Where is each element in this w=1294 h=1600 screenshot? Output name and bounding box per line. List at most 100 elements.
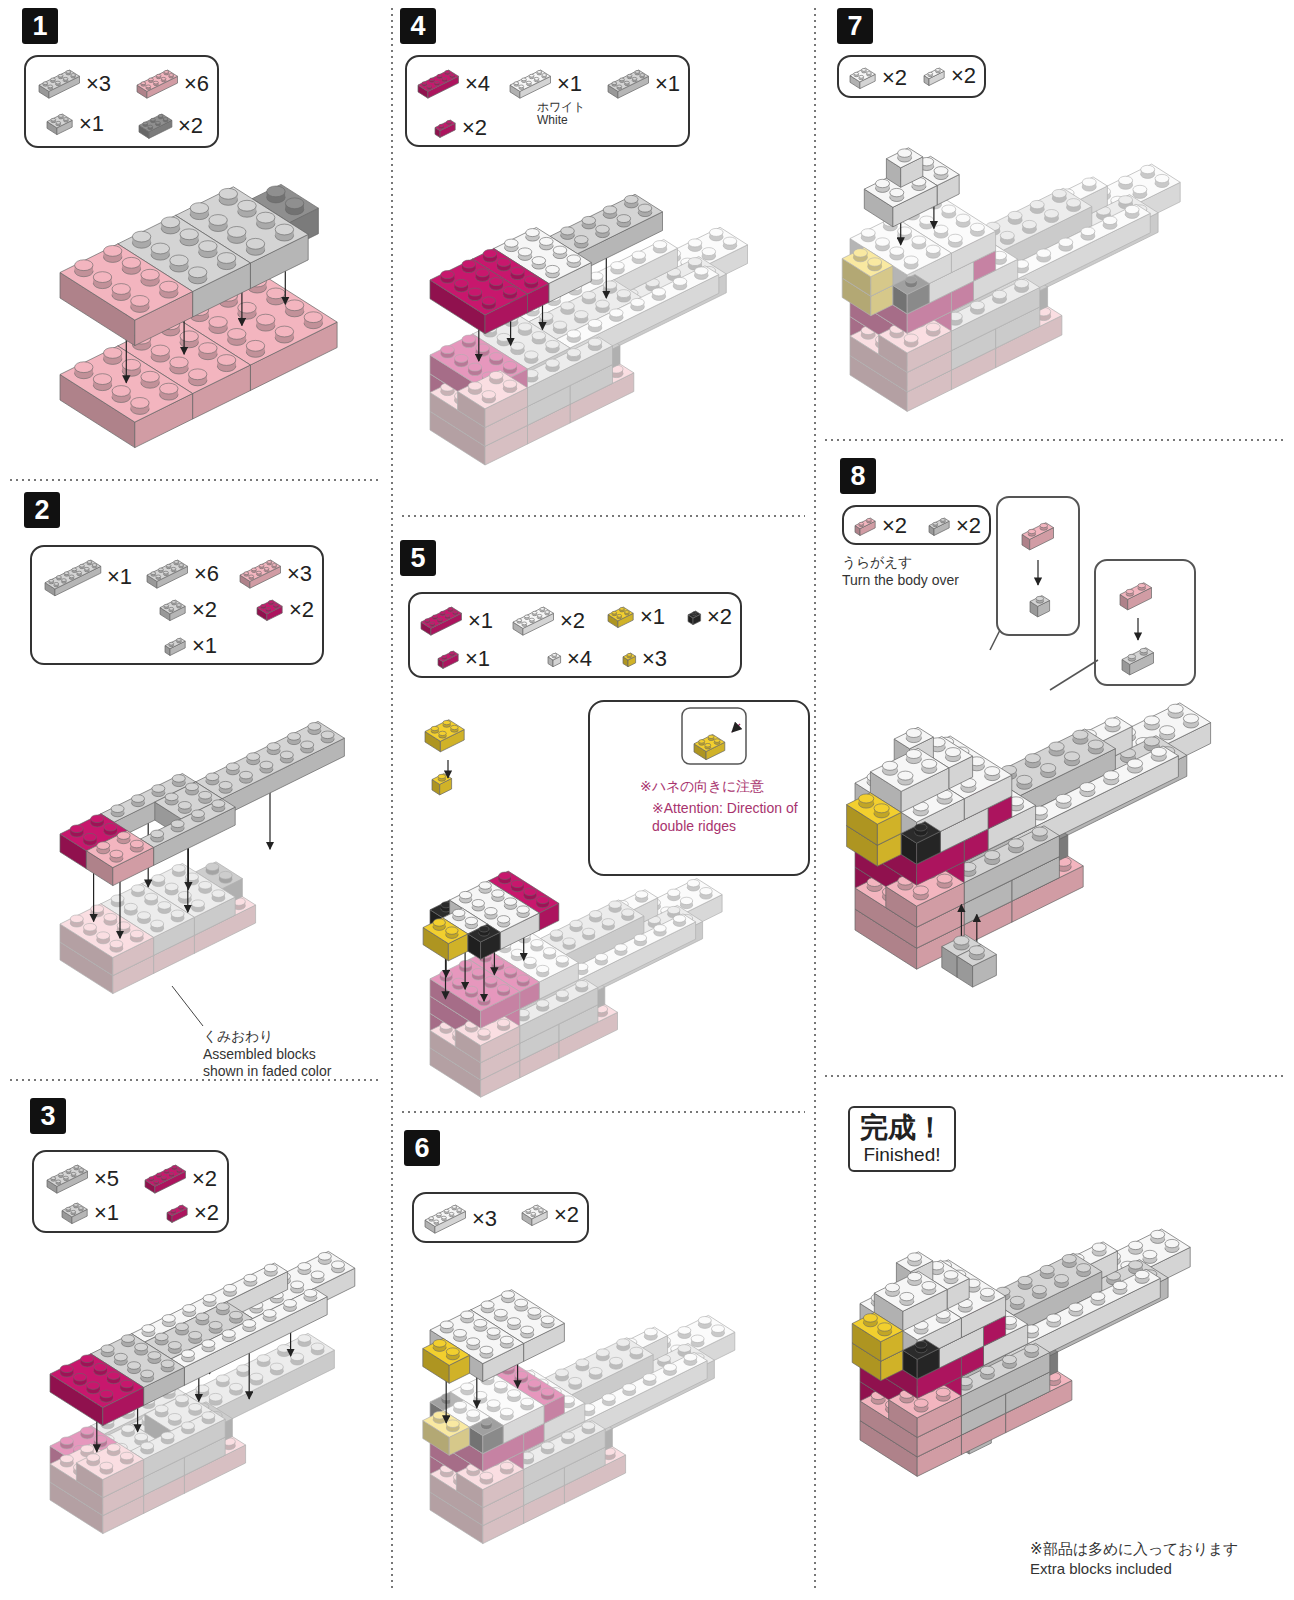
brick-stud xyxy=(60,1437,73,1445)
brick-stud xyxy=(93,272,111,283)
brick-stud xyxy=(291,1281,304,1289)
brick-stud xyxy=(212,890,225,898)
brick-stud xyxy=(107,1444,120,1452)
brick-stud xyxy=(275,224,293,235)
brick-stud xyxy=(511,267,525,275)
brick-stud xyxy=(652,288,666,296)
brick-stud xyxy=(151,830,164,838)
brick-stud xyxy=(561,302,575,310)
brick-stud xyxy=(687,880,699,887)
brick-stud xyxy=(172,865,185,873)
brick-stud xyxy=(141,1442,154,1450)
brick-stud xyxy=(138,912,151,920)
brick-stud xyxy=(596,300,610,308)
brick-stud xyxy=(189,267,207,278)
brick-stud xyxy=(503,380,517,388)
brick-stud xyxy=(209,317,227,328)
brick-stud xyxy=(209,1321,222,1329)
brick-stud xyxy=(298,1335,311,1343)
brick-stud xyxy=(267,186,285,197)
brick-stud xyxy=(668,889,680,896)
step-illustration xyxy=(430,194,748,465)
brick-stud xyxy=(257,212,275,223)
step-illustration xyxy=(60,184,337,447)
step-illustration xyxy=(60,721,344,993)
brick-stud xyxy=(226,763,239,771)
brick-stud xyxy=(546,265,560,273)
brick-stud xyxy=(131,296,149,307)
brick-stud xyxy=(588,319,602,327)
brick-stud xyxy=(455,279,469,287)
brick-stud xyxy=(525,276,539,284)
brick-stud xyxy=(60,1455,73,1463)
brick-stud xyxy=(202,1340,215,1348)
brick-stud xyxy=(267,288,285,299)
brick-stud xyxy=(158,902,171,910)
brick-stud xyxy=(288,733,301,741)
brick-stud xyxy=(120,1452,133,1460)
brick-stud xyxy=(668,906,680,913)
brick-stud xyxy=(196,1313,209,1321)
brick-stud xyxy=(190,203,208,214)
brick-stud xyxy=(567,330,581,338)
brick-stud xyxy=(130,840,143,848)
brick-stud xyxy=(151,920,164,928)
leader-line xyxy=(172,986,203,1026)
brick-stud xyxy=(583,928,595,935)
brick-stud xyxy=(217,253,235,264)
brick-stud xyxy=(142,1325,155,1333)
brick-stud xyxy=(622,909,634,916)
brick-stud xyxy=(107,1372,120,1380)
brick-stud xyxy=(180,229,198,240)
brick-stud xyxy=(189,1331,202,1339)
brick-stud xyxy=(100,1390,113,1398)
brick-stud xyxy=(525,351,539,359)
brick-stud xyxy=(246,340,264,351)
brick-stud xyxy=(638,204,652,212)
brick-stud xyxy=(700,888,712,895)
leader-line xyxy=(1050,660,1098,690)
brick-stud xyxy=(462,335,476,343)
brick-stud xyxy=(112,386,130,397)
brick-stud xyxy=(230,1311,243,1319)
brick-stud xyxy=(553,321,567,329)
brick-stud xyxy=(625,195,639,203)
brick-stud xyxy=(128,1362,141,1370)
step-illustration xyxy=(50,1251,355,1533)
brick-stud xyxy=(81,1355,94,1363)
brick-stud xyxy=(186,783,199,791)
brick-stud xyxy=(673,915,685,922)
brick-stud xyxy=(632,251,646,259)
brick-stud xyxy=(97,842,110,850)
brick-stud xyxy=(70,825,83,833)
brick-stud xyxy=(483,250,497,258)
brick-stud xyxy=(250,1373,263,1381)
brick-stud xyxy=(199,241,217,252)
brick-stud xyxy=(264,1264,277,1272)
brick-stud xyxy=(206,863,219,871)
brick-stud xyxy=(476,344,490,352)
brick-stud xyxy=(318,1253,331,1261)
brick-stud xyxy=(490,371,504,379)
brick-stud xyxy=(135,1433,148,1441)
brick-stud xyxy=(603,281,617,289)
brick-stud xyxy=(170,255,188,266)
brick-stud xyxy=(304,1289,317,1297)
brick-stud xyxy=(304,312,322,323)
brick-stud xyxy=(441,346,455,354)
brick-stud xyxy=(131,398,149,409)
brick-stud xyxy=(178,802,191,810)
brick-stud xyxy=(602,919,614,926)
brick-stud xyxy=(582,216,596,224)
brick-stud xyxy=(468,288,482,296)
brick-stud xyxy=(151,345,169,356)
brick-stud xyxy=(75,362,93,373)
brick-stud xyxy=(94,1363,107,1371)
brick-stud xyxy=(93,374,111,385)
brick-stud xyxy=(135,1343,148,1351)
brick-stud xyxy=(244,1274,257,1282)
brick-stud xyxy=(161,1360,174,1368)
brick-stud xyxy=(110,850,123,858)
brick-stud xyxy=(570,920,582,927)
brick-stud xyxy=(710,228,724,236)
